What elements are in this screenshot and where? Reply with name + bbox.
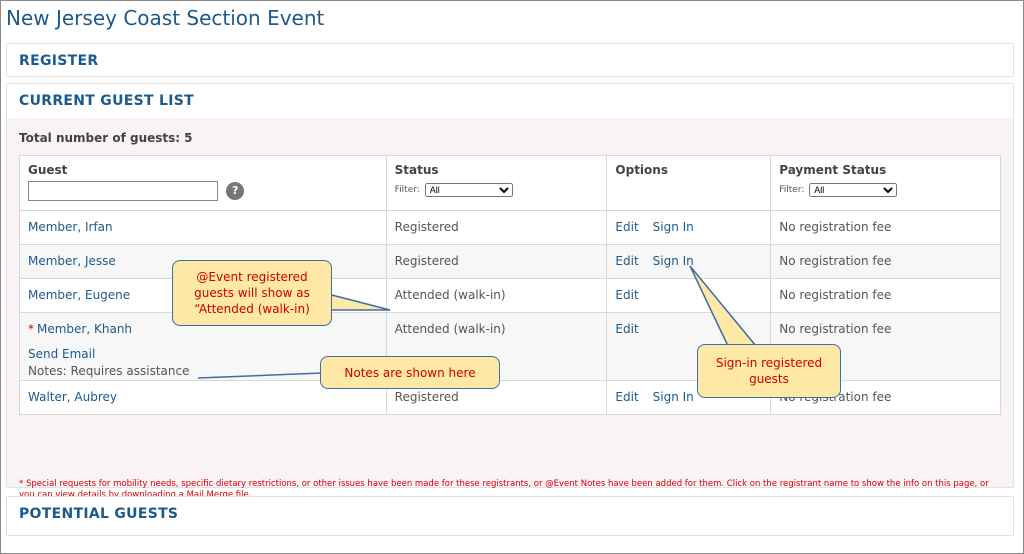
guest-name-link[interactable]: Walter, Aubrey — [28, 390, 118, 404]
total-guests-count: 5 — [184, 131, 193, 145]
status-text: Attended (walk-in) — [394, 322, 506, 336]
send-email-line: Send Email — [28, 346, 378, 363]
status-column-header: Status Filter: All — [385, 155, 608, 211]
send-email-link[interactable]: Send Email — [28, 347, 96, 361]
status-column-label: Status — [394, 163, 439, 177]
options-column-header: Options — [606, 155, 772, 211]
guest-table-header-row: Guest ? Status Filter: All Options — [19, 155, 1001, 211]
table-row: *Member, Khanh Send Email Notes: Require… — [19, 312, 1001, 381]
help-icon[interactable]: ? — [226, 182, 245, 200]
attended-callout: @Event registered guests will show as “A… — [172, 260, 332, 326]
guest-name-cell: Member, Irfan — [19, 210, 387, 245]
guest-name-link[interactable]: Member, Khanh — [37, 322, 133, 336]
payment-cell: No registration fee — [770, 210, 1001, 245]
current-guest-list-section: CURRENT GUEST LIST Total number of guest… — [6, 83, 1014, 500]
payment-column-header: Payment Status Filter: All — [770, 155, 1001, 211]
status-cell: Attended (walk-in) — [385, 312, 608, 381]
potential-guests-header[interactable]: POTENTIAL GUESTS — [19, 506, 179, 522]
payment-column-label: Payment Status — [779, 163, 887, 177]
options-cell: Edit — [606, 278, 772, 313]
guest-search-input[interactable] — [28, 181, 218, 201]
payment-filter-label: Filter: — [779, 185, 805, 195]
sign-in-link[interactable]: Sign In — [652, 390, 694, 404]
special-requests-footnote: * Special requests for mobility needs, s… — [19, 479, 989, 500]
guest-name-link[interactable]: Member, Eugene — [28, 288, 131, 302]
special-request-asterisk: * — [28, 322, 34, 336]
status-cell: Attended (walk-in) — [385, 278, 608, 313]
total-guests: Total number of guests:5 — [19, 131, 192, 145]
page-title: New Jersey Coast Section Event — [6, 6, 325, 30]
table-row: Member, Irfan Registered Edit Sign In No … — [19, 210, 1001, 245]
payment-cell: No registration fee — [770, 278, 1001, 313]
payment-filter: Filter: All — [779, 182, 898, 197]
edit-link[interactable]: Edit — [615, 390, 639, 404]
register-section-header[interactable]: REGISTER — [19, 53, 99, 69]
payment-text: No registration fee — [779, 322, 892, 336]
guest-table: Guest ? Status Filter: All Options — [19, 155, 1001, 415]
options-column-label: Options — [615, 163, 668, 177]
guest-name-line: *Member, Khanh — [28, 313, 378, 346]
guest-column-header: Guest ? — [19, 155, 387, 211]
sign-in-link[interactable]: Sign In — [652, 254, 694, 268]
signin-callout: Sign-in registered guests — [697, 344, 841, 398]
table-row: Member, Jesse Registered Edit Sign In No … — [19, 244, 1001, 279]
current-guest-list-header[interactable]: CURRENT GUEST LIST — [7, 84, 1013, 119]
status-filter-label: Filter: — [394, 185, 420, 195]
edit-link[interactable]: Edit — [615, 322, 639, 336]
edit-link[interactable]: Edit — [615, 220, 639, 234]
guest-column-label: Guest — [28, 163, 68, 177]
notes-callout: Notes are shown here — [320, 356, 500, 389]
options-line: Edit — [615, 313, 762, 346]
register-section[interactable]: REGISTER — [6, 43, 1014, 77]
status-filter-select[interactable]: All — [424, 182, 513, 197]
payment-filter-select[interactable]: All — [809, 182, 898, 197]
sign-in-link[interactable]: Sign In — [652, 220, 694, 234]
payment-cell: No registration fee — [770, 244, 1001, 279]
table-row: Member, Eugene Attended (walk-in) Edit N… — [19, 278, 1001, 313]
potential-guests-section[interactable]: POTENTIAL GUESTS — [6, 496, 1014, 536]
options-cell: Edit Sign In — [606, 244, 772, 279]
guest-notes: Notes: Requires assistance — [28, 364, 190, 378]
edit-link[interactable]: Edit — [615, 288, 639, 302]
total-guests-label: Total number of guests: — [19, 131, 181, 145]
status-cell: Registered — [385, 210, 608, 245]
options-cell: Edit Sign In — [606, 210, 772, 245]
guest-list-body: Total number of guests:5 Guest ? Status … — [7, 118, 1013, 500]
edit-link[interactable]: Edit — [615, 254, 639, 268]
status-cell: Registered — [385, 244, 608, 279]
guest-name-link[interactable]: Member, Jesse — [28, 254, 116, 268]
status-filter: Filter: All — [394, 182, 513, 197]
guest-name-link[interactable]: Member, Irfan — [28, 220, 113, 234]
